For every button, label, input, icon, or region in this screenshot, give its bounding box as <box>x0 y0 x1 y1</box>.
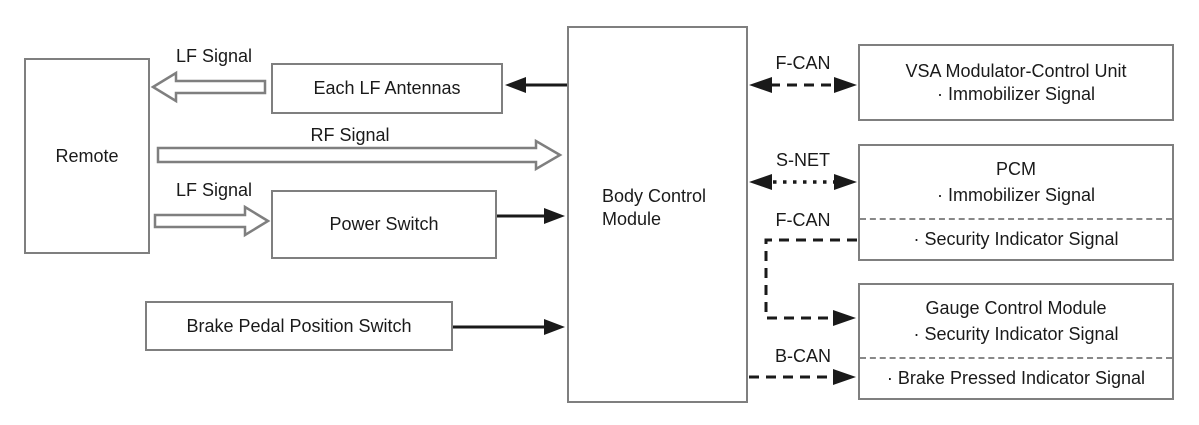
bcan-label: B-CAN <box>774 346 831 366</box>
power-switch-label: Power Switch <box>329 214 439 235</box>
lf-signal-top-arrow <box>150 70 267 104</box>
vsa-item-immobilizer: · Immobilizer Signal <box>936 83 1096 104</box>
gauge-item-brake: · Brake Pressed Indicator Signal <box>886 368 1146 389</box>
remote-label: Remote <box>55 145 119 166</box>
fcan-mid-label: F-CAN <box>775 210 831 230</box>
pcm-bottom-section: · Security Indicator Signal <box>860 218 1172 259</box>
bcm-to-antennas-arrow <box>505 77 567 93</box>
gauge-bottom-section: · Brake Pressed Indicator Signal <box>860 357 1172 398</box>
brake-pedal-to-bcm-arrow <box>453 319 565 335</box>
gauge-item-security: · Security Indicator Signal <box>913 324 1119 344</box>
lf-antennas-label: Each LF Antennas <box>313 78 461 99</box>
snet-arrow <box>749 174 857 190</box>
fcan-top-arrow <box>749 77 857 93</box>
remote-box: Remote <box>24 58 150 254</box>
pcm-item-immobilizer: · Immobilizer Signal <box>936 185 1096 205</box>
brake-pedal-switch-label: Brake Pedal Position Switch <box>186 315 412 336</box>
lf-signal-bottom-arrow <box>153 204 271 238</box>
pcm-title: PCM <box>996 158 1036 179</box>
snet-label: S-NET <box>776 150 830 170</box>
lf-antennas-box: Each LF Antennas <box>271 63 503 114</box>
gauge-control-module-box: Gauge Control Module · Security Indicato… <box>858 283 1174 400</box>
pcm-item-security: · Security Indicator Signal <box>913 229 1119 250</box>
rf-signal-label: RF Signal <box>310 125 390 145</box>
brake-pedal-switch-box: Brake Pedal Position Switch <box>145 301 453 351</box>
gauge-title: Gauge Control Module <box>925 297 1107 318</box>
power-switch-to-bcm-arrow <box>497 208 565 224</box>
pcm-top-section: PCM · Immobilizer Signal <box>860 146 1172 218</box>
bcan-arrow <box>749 369 856 385</box>
vsa-modulator-box: VSA Modulator-Control Unit · Immobilizer… <box>858 44 1174 121</box>
pcm-box: PCM · Immobilizer Signal · Security Indi… <box>858 144 1174 261</box>
fcan-mid-arrow <box>764 238 857 326</box>
lf-signal-top-label: LF Signal <box>175 46 253 66</box>
gauge-top-section: Gauge Control Module · Security Indicato… <box>860 285 1172 357</box>
body-control-module-label: Body Control Module <box>602 186 707 230</box>
fcan-top-label: F-CAN <box>775 53 831 73</box>
vsa-title: VSA Modulator-Control Unit <box>905 61 1127 81</box>
body-control-module-box: Body Control Module <box>567 26 748 403</box>
power-switch-box: Power Switch <box>271 190 497 259</box>
lf-signal-bottom-label: LF Signal <box>175 180 253 200</box>
